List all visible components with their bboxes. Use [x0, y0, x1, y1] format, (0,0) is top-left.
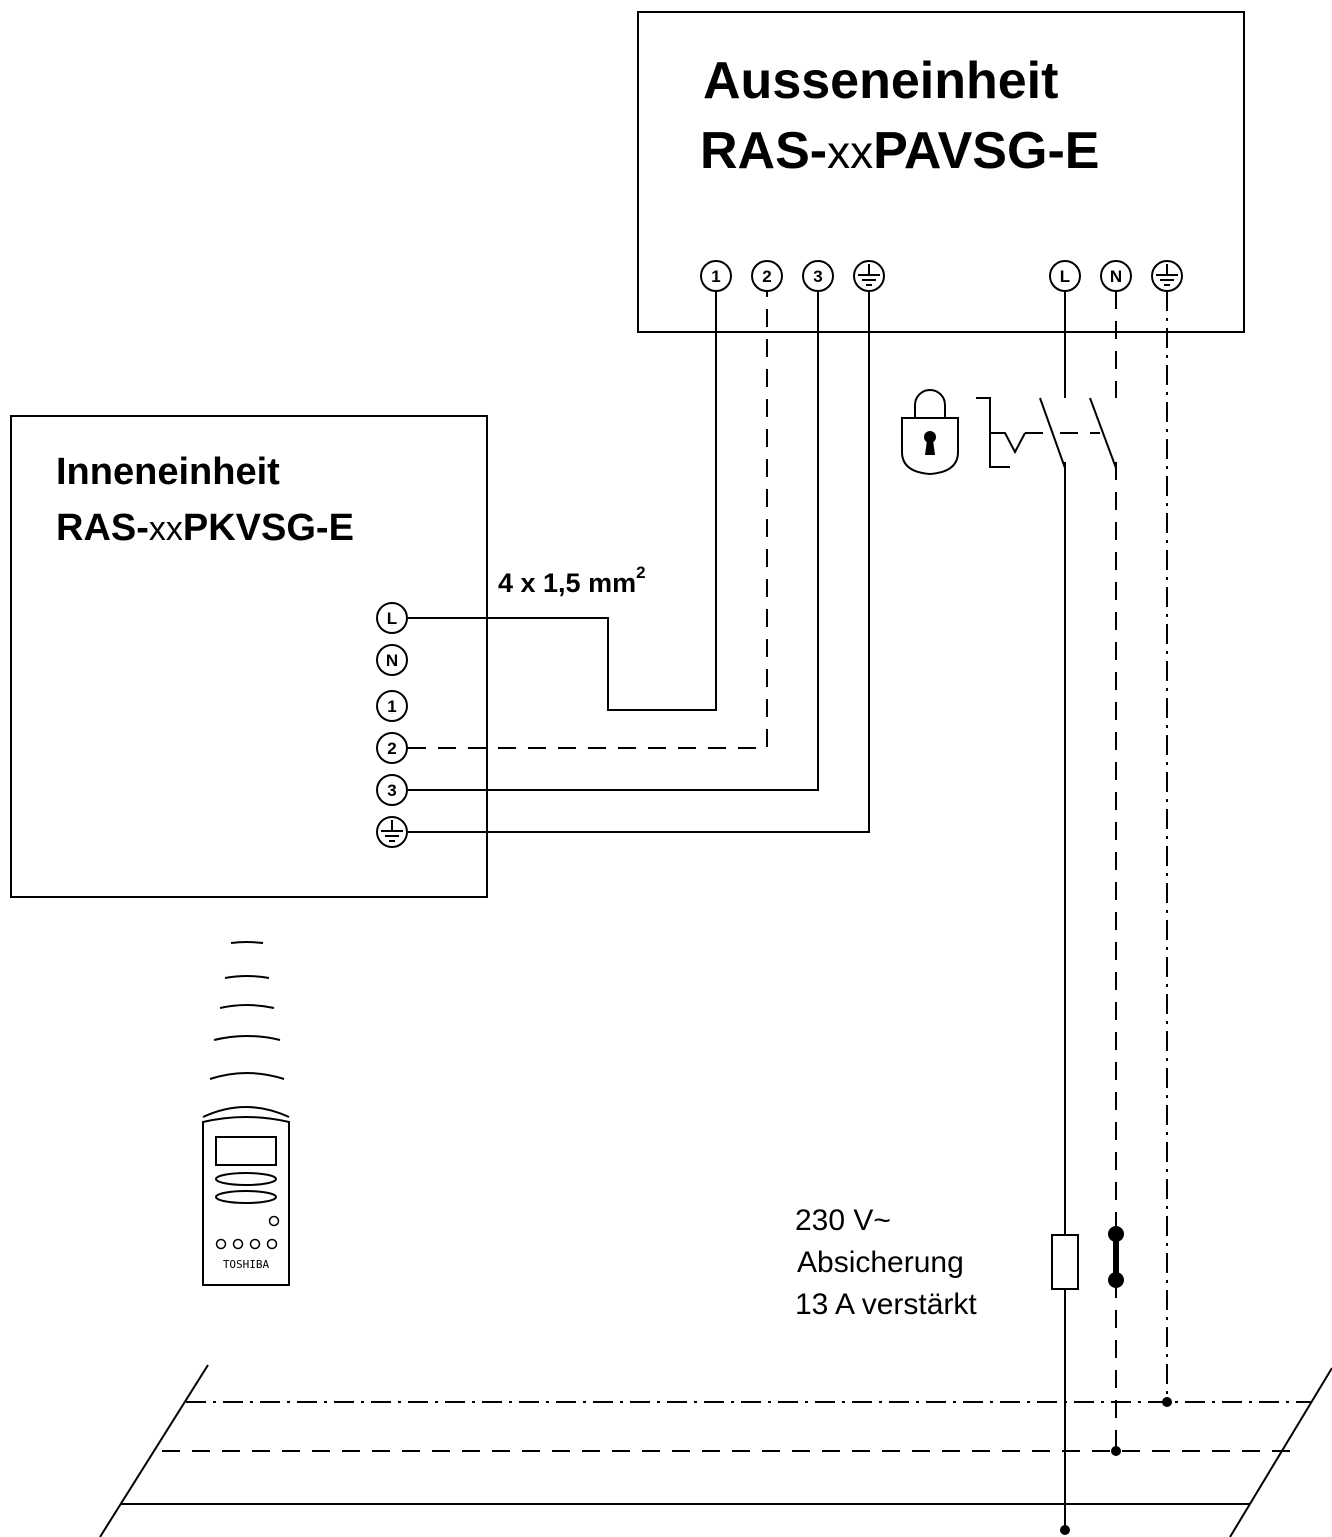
- remote-display: [215, 1136, 277, 1166]
- outdoor-unit-model: RAS-xxPAVSG-E: [700, 122, 1099, 180]
- svg-text:2: 2: [762, 267, 771, 286]
- indoor-unit-model: RAS-xxPKVSG-E: [56, 507, 354, 549]
- earth-ground-icon: [853, 260, 885, 292]
- remote-brand-label: TOSHIBA: [223, 1258, 270, 1271]
- indoor-terminal-1: 1: [376, 690, 408, 722]
- indoor-terminal-l: L: [376, 602, 408, 634]
- outdoor-unit: Ausseneinheit RAS-xxPAVSG-E: [637, 11, 1245, 333]
- svg-text:L: L: [387, 609, 397, 628]
- indoor-terminal-3: 3: [376, 774, 408, 806]
- wire-2-to-2: [408, 290, 768, 749]
- wire-l-to-1: [408, 291, 717, 711]
- neutral-link-icon: [1108, 1226, 1124, 1288]
- cable-spec-label: 4 x 1,5 mm2: [498, 563, 646, 598]
- outdoor-terminals: 1 2 3 L N: [700, 260, 1183, 292]
- svg-text:N: N: [1110, 267, 1122, 286]
- svg-text:L: L: [1060, 267, 1070, 286]
- mains-bus: [99, 1364, 1332, 1537]
- indoor-terminals: L N 1 2 3: [376, 602, 408, 848]
- padlock-icon: [901, 389, 959, 476]
- supply-fuse-label: Absicherung: [797, 1246, 964, 1279]
- outdoor-terminal-2: 2: [751, 260, 783, 292]
- svg-text:N: N: [386, 651, 398, 670]
- svg-text:3: 3: [813, 267, 822, 286]
- junction-live: [1060, 1525, 1070, 1535]
- remote-control-icon: TOSHIBA: [202, 1116, 290, 1286]
- svg-text:3: 3: [387, 781, 396, 800]
- outdoor-unit-box: [637, 11, 1245, 333]
- outdoor-unit-title: Ausseneinheit: [703, 52, 1058, 110]
- svg-text:1: 1: [711, 267, 720, 286]
- outdoor-terminal-1: 1: [700, 260, 732, 292]
- indoor-terminal-n: N: [376, 644, 408, 676]
- supply-wiring: [1064, 291, 1168, 1530]
- earth-ground-icon: [376, 816, 408, 848]
- junction-neutral: [1111, 1446, 1121, 1456]
- wire-3-to-3: [408, 291, 819, 791]
- switch-icon: [976, 397, 1117, 470]
- supply-rating-label: 13 A verstärkt: [795, 1288, 977, 1321]
- indoor-unit-box: [10, 415, 488, 898]
- earth-ground-icon: [1151, 260, 1183, 292]
- ir-signal-waves: [202, 941, 290, 1118]
- wire-earth-to-earth: [408, 291, 870, 833]
- interconnect-wiring: [408, 290, 870, 833]
- supply-voltage-label: 230 V~: [795, 1204, 891, 1237]
- fuse-icon: [1051, 1234, 1079, 1290]
- svg-text:2: 2: [387, 739, 396, 758]
- indoor-unit-title: Inneneinheit: [56, 451, 280, 493]
- outdoor-terminal-n: N: [1100, 260, 1132, 292]
- outdoor-terminal-3: 3: [802, 260, 834, 292]
- indoor-terminal-2: 2: [376, 732, 408, 764]
- junction-earth: [1162, 1397, 1172, 1407]
- indoor-unit: Inneneinheit RAS-xxPKVSG-E: [10, 415, 488, 898]
- outdoor-terminal-l: L: [1049, 260, 1081, 292]
- svg-text:1: 1: [387, 697, 396, 716]
